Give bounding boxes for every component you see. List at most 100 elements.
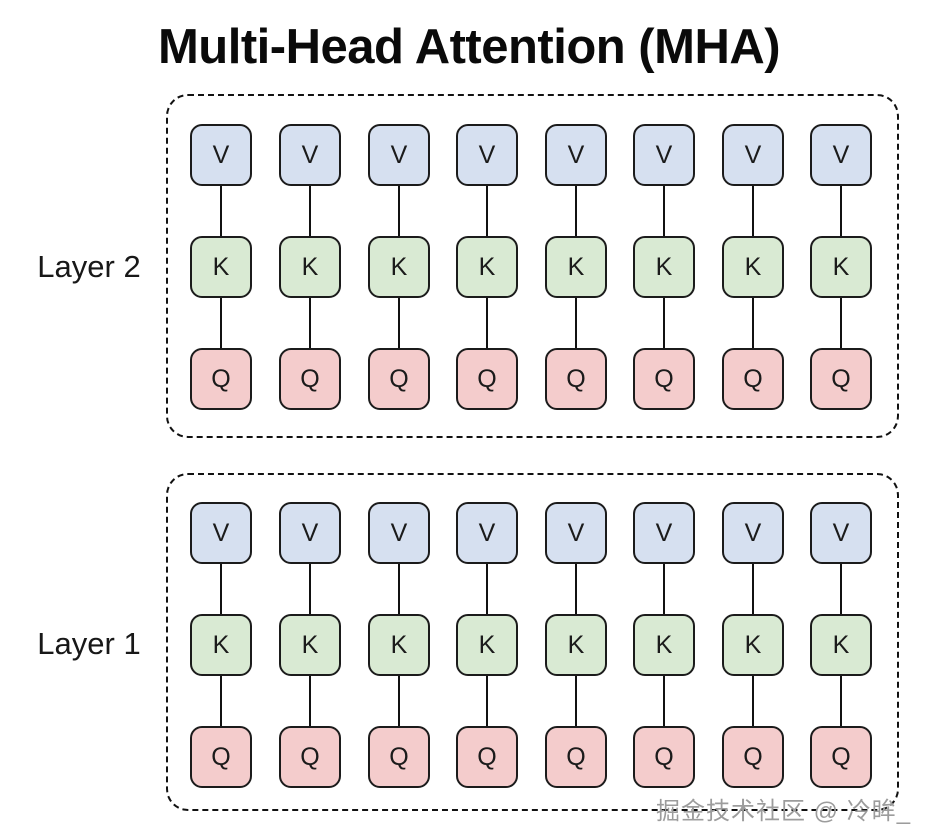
node-q-layer-2-head-1[interactable]: Q (190, 348, 252, 410)
node-q-layer-1-head-6[interactable]: Q (633, 726, 695, 788)
node-v-layer-1-head-7[interactable]: V (722, 502, 784, 564)
connector-layer-1-head-2-0 (279, 562, 341, 616)
node-v-layer-1-head-5[interactable]: V (545, 502, 607, 564)
connector-layer-1-head-7-1 (722, 674, 784, 728)
page-title: Multi-Head Attention (MHA) (157, 20, 781, 74)
connector-layer-1-head-3-0 (368, 562, 430, 616)
node-k-layer-1-head-6[interactable]: K (633, 614, 695, 676)
connector-layer-2-head-2-0 (279, 184, 341, 238)
node-k-layer-2-head-8[interactable]: K (810, 236, 872, 298)
node-k-layer-1-head-3[interactable]: K (368, 614, 430, 676)
node-v-layer-2-head-1[interactable]: V (190, 124, 252, 186)
node-v-layer-2-head-7[interactable]: V (722, 124, 784, 186)
connector-layer-2-head-8-0 (810, 184, 872, 238)
connector-layer-2-head-4-1 (456, 296, 518, 350)
connector-layer-2-head-2-1 (279, 296, 341, 350)
node-q-layer-2-head-2[interactable]: Q (279, 348, 341, 410)
layer-group-layer-1 (166, 473, 899, 811)
connector-layer-1-head-4-1 (456, 674, 518, 728)
connector-layer-1-head-1-0 (190, 562, 252, 616)
node-v-layer-2-head-6[interactable]: V (633, 124, 695, 186)
connector-layer-1-head-4-0 (456, 562, 518, 616)
connector-layer-2-head-3-1 (368, 296, 430, 350)
node-q-layer-2-head-7[interactable]: Q (722, 348, 784, 410)
node-k-layer-1-head-4[interactable]: K (456, 614, 518, 676)
node-q-layer-2-head-3[interactable]: Q (368, 348, 430, 410)
node-v-layer-2-head-3[interactable]: V (368, 124, 430, 186)
connector-layer-1-head-8-0 (810, 562, 872, 616)
connector-layer-2-head-7-1 (722, 296, 784, 350)
node-q-layer-2-head-8[interactable]: Q (810, 348, 872, 410)
node-k-layer-2-head-2[interactable]: K (279, 236, 341, 298)
connector-layer-1-head-7-0 (722, 562, 784, 616)
node-k-layer-2-head-5[interactable]: K (545, 236, 607, 298)
node-v-layer-2-head-2[interactable]: V (279, 124, 341, 186)
connector-layer-1-head-1-1 (190, 674, 252, 728)
node-v-layer-1-head-8[interactable]: V (810, 502, 872, 564)
node-k-layer-2-head-3[interactable]: K (368, 236, 430, 298)
connector-layer-1-head-2-1 (279, 674, 341, 728)
connector-layer-1-head-8-1 (810, 674, 872, 728)
node-v-layer-2-head-5[interactable]: V (545, 124, 607, 186)
node-q-layer-1-head-5[interactable]: Q (545, 726, 607, 788)
node-q-layer-2-head-6[interactable]: Q (633, 348, 695, 410)
connector-layer-1-head-5-1 (545, 674, 607, 728)
node-q-layer-2-head-5[interactable]: Q (545, 348, 607, 410)
node-q-layer-1-head-4[interactable]: Q (456, 726, 518, 788)
node-k-layer-2-head-4[interactable]: K (456, 236, 518, 298)
connector-layer-2-head-5-0 (545, 184, 607, 238)
node-k-layer-1-head-1[interactable]: K (190, 614, 252, 676)
node-k-layer-1-head-8[interactable]: K (810, 614, 872, 676)
connector-layer-2-head-6-0 (633, 184, 695, 238)
connector-layer-2-head-1-1 (190, 296, 252, 350)
node-k-layer-2-head-6[interactable]: K (633, 236, 695, 298)
layer-label-layer-2: Layer 2 (37, 249, 141, 284)
node-q-layer-1-head-3[interactable]: Q (368, 726, 430, 788)
node-k-layer-1-head-2[interactable]: K (279, 614, 341, 676)
node-q-layer-1-head-8[interactable]: Q (810, 726, 872, 788)
node-v-layer-1-head-1[interactable]: V (190, 502, 252, 564)
node-k-layer-2-head-1[interactable]: K (190, 236, 252, 298)
connector-layer-2-head-6-1 (633, 296, 695, 350)
connector-layer-2-head-5-1 (545, 296, 607, 350)
node-q-layer-2-head-4[interactable]: Q (456, 348, 518, 410)
node-k-layer-2-head-7[interactable]: K (722, 236, 784, 298)
node-v-layer-2-head-8[interactable]: V (810, 124, 872, 186)
node-v-layer-1-head-2[interactable]: V (279, 502, 341, 564)
connector-layer-1-head-6-0 (633, 562, 695, 616)
connector-layer-1-head-3-1 (368, 674, 430, 728)
layer-group-layer-2 (166, 94, 899, 438)
node-v-layer-1-head-4[interactable]: V (456, 502, 518, 564)
node-q-layer-1-head-1[interactable]: Q (190, 726, 252, 788)
connector-layer-2-head-3-0 (368, 184, 430, 238)
connector-layer-2-head-1-0 (190, 184, 252, 238)
node-v-layer-2-head-4[interactable]: V (456, 124, 518, 186)
connector-layer-1-head-5-0 (545, 562, 607, 616)
node-k-layer-1-head-7[interactable]: K (722, 614, 784, 676)
node-k-layer-1-head-5[interactable]: K (545, 614, 607, 676)
node-v-layer-1-head-6[interactable]: V (633, 502, 695, 564)
node-q-layer-1-head-7[interactable]: Q (722, 726, 784, 788)
connector-layer-2-head-7-0 (722, 184, 784, 238)
connector-layer-1-head-6-1 (633, 674, 695, 728)
node-q-layer-1-head-2[interactable]: Q (279, 726, 341, 788)
connector-layer-2-head-4-0 (456, 184, 518, 238)
connector-layer-2-head-8-1 (810, 296, 872, 350)
node-v-layer-1-head-3[interactable]: V (368, 502, 430, 564)
